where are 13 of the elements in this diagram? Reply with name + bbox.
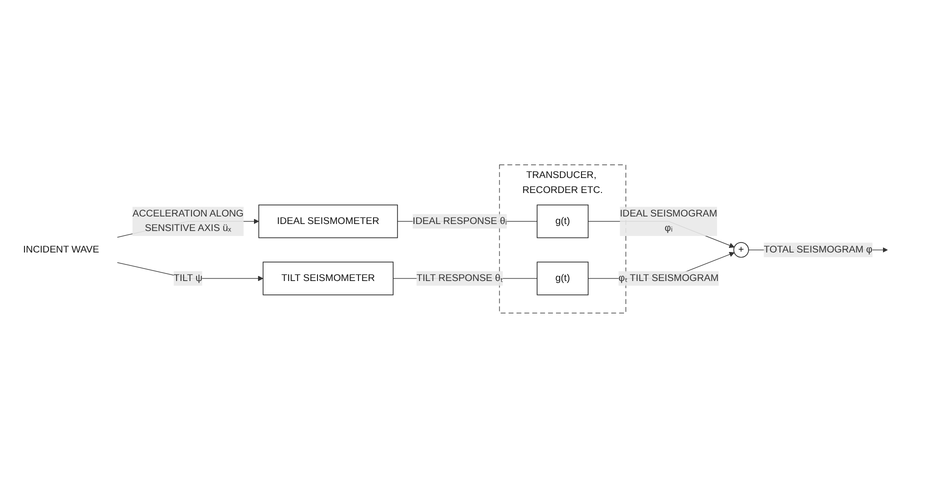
edge-label: TOTAL SEISMOGRAM φ [764,242,872,257]
edge-label: TILT ψ [174,270,202,286]
block-box: g(t) [536,261,589,295]
edge-label: IDEAL SEISMOGRAM φᵢ [620,206,718,236]
summing-junction-circle: + [733,242,749,258]
edge-label: φₜ TILT SEISMOGRAM [618,270,719,286]
edge-label: IDEAL RESPONSE θᵢ [412,214,507,228]
edge-label: TILT RESPONSE θₜ [416,270,503,286]
edge-label: ACCELERATION ALONG SENSITIVE AXIS üₓ [132,206,244,236]
block-box: g(t) [536,204,589,238]
block-box: IDEAL SEISMOMETER [258,204,398,238]
input-label: INCIDENT WAVE [23,244,100,254]
block-box: TILT SEISMOMETER [262,261,394,295]
